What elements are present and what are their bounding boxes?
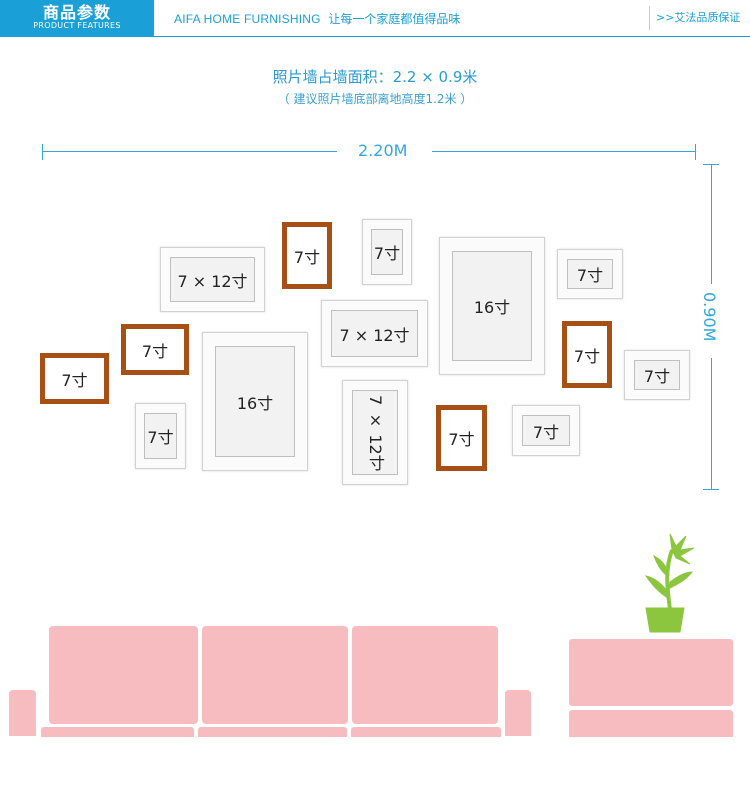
sofa-arm-left — [9, 690, 36, 736]
photo-frame-7-small-left-lower: 7寸 — [135, 403, 186, 469]
width-dimension-line-right — [432, 151, 695, 152]
photo-frame-7-landscape-top-right: 7寸 — [557, 249, 623, 299]
photo-frame-7x12-top-left: 7 × 12寸 — [160, 247, 265, 312]
width-dimension-label: 2.20M — [358, 141, 408, 160]
photo-frame-7-small-top: 7寸 — [362, 219, 412, 285]
photo-frame-7-landscape-bottom: 7寸 — [512, 405, 580, 456]
photo-frame-16-right: 16寸 — [439, 237, 545, 375]
badge-title: 商品参数 — [42, 3, 111, 22]
brand-line: AIFA HOME FURNISHING 让每一个家庭都值得品味 — [174, 10, 460, 27]
frame-size-label: 7寸 — [567, 326, 607, 383]
height-dimension-line-bottom — [711, 358, 712, 489]
photo-frame-16-left: 16寸 — [202, 332, 308, 471]
frame-size-label: 7寸 — [287, 227, 327, 284]
sofa-seat-middle — [198, 727, 347, 737]
photo-frame-7-wood-far-left: 7寸 — [40, 353, 109, 404]
frame-size-label: 7 × 12寸 — [352, 390, 398, 475]
frame-size-label: 7寸 — [567, 259, 613, 289]
photo-frame-7-wood-top: 7寸 — [282, 222, 332, 289]
frame-size-label: 7寸 — [441, 410, 482, 466]
frame-size-label: 7 × 12寸 — [331, 310, 418, 357]
height-dimension-line-top — [711, 164, 712, 284]
width-dimension-tick-left — [42, 144, 43, 160]
frame-size-label: 7寸 — [45, 358, 104, 399]
mounting-height-note: （ 建议照片墙底部离地高度1.2米 ） — [277, 92, 473, 106]
photo-frame-7x12-center: 7 × 12寸 — [321, 300, 428, 367]
frame-size-label: 7寸 — [371, 229, 403, 275]
potted-plant-icon — [644, 533, 695, 633]
height-dimension-label: 0.90M — [700, 292, 719, 342]
frame-size-label: 7寸 — [634, 360, 680, 390]
quality-guarantee-link[interactable]: >>艾法品质保证 — [649, 6, 740, 30]
sofa-cushion-left — [49, 626, 198, 724]
product-features-badge: 商品参数 PRODUCT FEATURES — [0, 0, 154, 36]
height-dimension-tick-bottom — [703, 489, 719, 490]
frame-size-label: 16寸 — [452, 251, 532, 361]
brand-name: AIFA HOME FURNISHING — [174, 12, 321, 26]
frame-size-label: 16寸 — [215, 346, 295, 457]
header-bar: 商品参数 PRODUCT FEATURES AIFA HOME FURNISHI… — [0, 0, 750, 37]
sofa-seat-left — [41, 727, 194, 737]
frame-size-label: 7寸 — [126, 329, 184, 370]
width-dimension-line-left — [42, 151, 337, 152]
side-cabinet-top — [569, 639, 733, 706]
photo-frame-7-landscape-far-right: 7寸 — [624, 350, 690, 400]
sofa-cushion-right — [352, 626, 498, 724]
photo-frame-7x12-vertical: 7 × 12寸 — [342, 380, 408, 485]
wall-area-title: 照片墙占墙面积：2.2 × 0.9米 — [272, 68, 478, 86]
sofa-arm-right — [505, 690, 531, 736]
frame-size-label: 7寸 — [144, 413, 177, 459]
brand-slogan: 让每一个家庭都值得品味 — [328, 12, 461, 26]
side-cabinet-bottom — [569, 710, 733, 737]
width-dimension-tick-right — [695, 144, 696, 160]
frame-size-label: 7 × 12寸 — [170, 257, 255, 302]
sofa-cushion-middle — [202, 626, 348, 724]
photo-frame-7-wood-bottom: 7寸 — [436, 405, 487, 471]
frame-size-label: 7寸 — [522, 415, 570, 446]
badge-subtitle: PRODUCT FEATURES — [33, 21, 121, 30]
sofa-seat-right — [351, 727, 501, 737]
photo-frame-7-wood-right: 7寸 — [562, 321, 612, 388]
photo-frame-7-wood-left-upper: 7寸 — [121, 324, 189, 375]
